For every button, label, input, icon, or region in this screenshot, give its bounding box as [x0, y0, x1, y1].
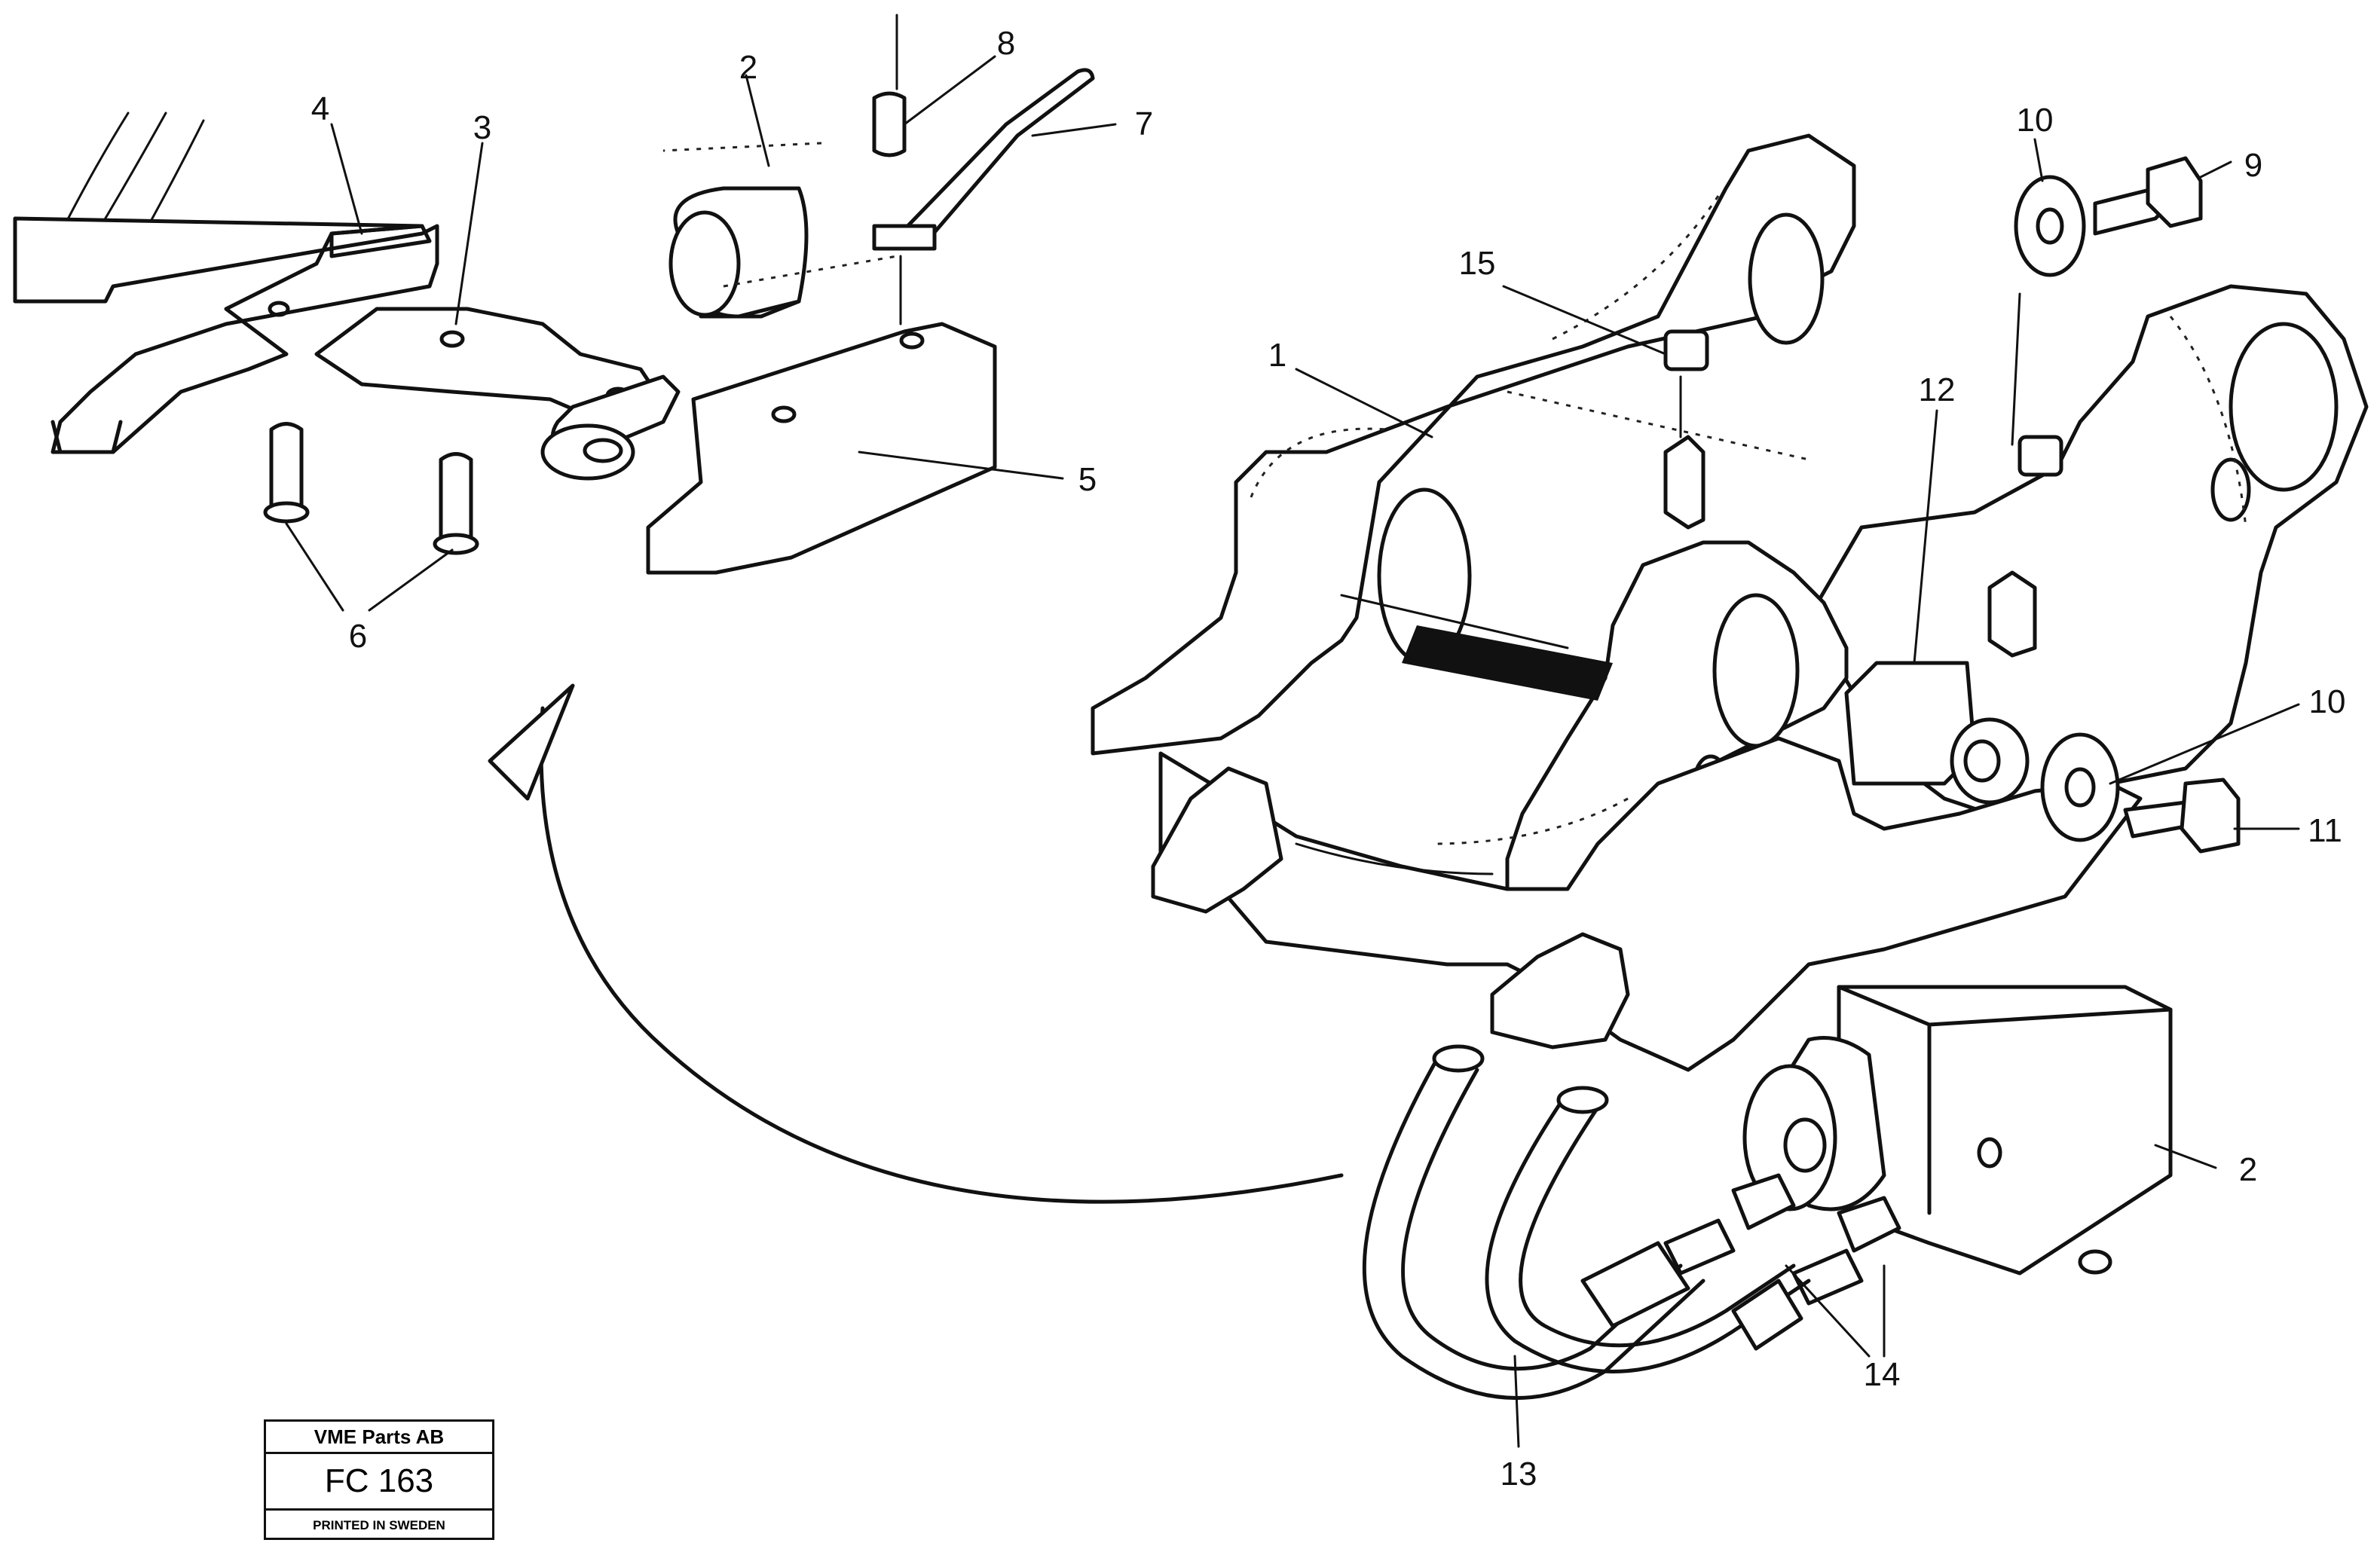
callout-10-right: 10: [2308, 683, 2346, 720]
part-10-washer-top: [2014, 175, 2086, 277]
callout-8: 8: [996, 25, 1016, 62]
part-13-hoses: [1362, 1044, 1811, 1401]
figure-code: FC 163: [266, 1454, 492, 1511]
part-5-wedge: [646, 322, 997, 575]
part-1-lower-hook-left: [1151, 766, 1283, 914]
callout-1: 1: [1268, 337, 1287, 374]
part-14-adapters: [1663, 1173, 1901, 1306]
part-2-cylinder-lower: [1742, 985, 2173, 1276]
printed-note: PRINTED IN SWEDEN: [313, 1518, 445, 1532]
leader-lines: [285, 55, 2300, 1448]
direction-arrow-head: [488, 683, 575, 801]
callout-9: 9: [2244, 147, 2263, 184]
callout-15: 15: [1458, 245, 1496, 282]
part-6-pins: [263, 422, 479, 555]
callout-7: 7: [1134, 105, 1154, 142]
part-11-bolt: [2123, 778, 2241, 854]
part-10-washer-right: [2040, 732, 2120, 842]
callout-10-top: 10: [2016, 102, 2054, 139]
direction-arrow: [539, 706, 1344, 1204]
part-1-frame-left-plate: [1091, 133, 1856, 756]
part-7-rod: [891, 68, 1095, 243]
callout-11: 11: [2308, 812, 2342, 849]
part-9-bolt: [2093, 156, 2203, 236]
callout-13: 13: [1500, 1456, 1537, 1492]
callout-2-bottom: 2: [2238, 1151, 2258, 1188]
quick-coupler-group: [1091, 133, 2369, 1072]
callout-2-top: 2: [739, 49, 758, 86]
callout-5: 5: [1078, 461, 1097, 498]
part-2-cylinder-upper: [540, 186, 809, 481]
callout-6: 6: [348, 618, 368, 655]
company-name: VME Parts AB: [266, 1422, 492, 1454]
right-fitting: [1987, 435, 2063, 658]
lock-detail-group: [13, 14, 1095, 575]
callout-3: 3: [473, 109, 492, 146]
callout-12: 12: [1918, 371, 1956, 408]
part-1-lower-hook-right: [1490, 932, 1630, 1049]
part-4-bracket: [13, 216, 439, 454]
callout-4: 4: [311, 90, 330, 127]
title-block: VME Parts AB FC 163 PRINTED IN SWEDEN: [264, 1419, 494, 1540]
callout-14: 14: [1863, 1356, 1901, 1393]
part-15-fitting: [1663, 329, 1709, 530]
part-8-pin: [872, 91, 907, 157]
